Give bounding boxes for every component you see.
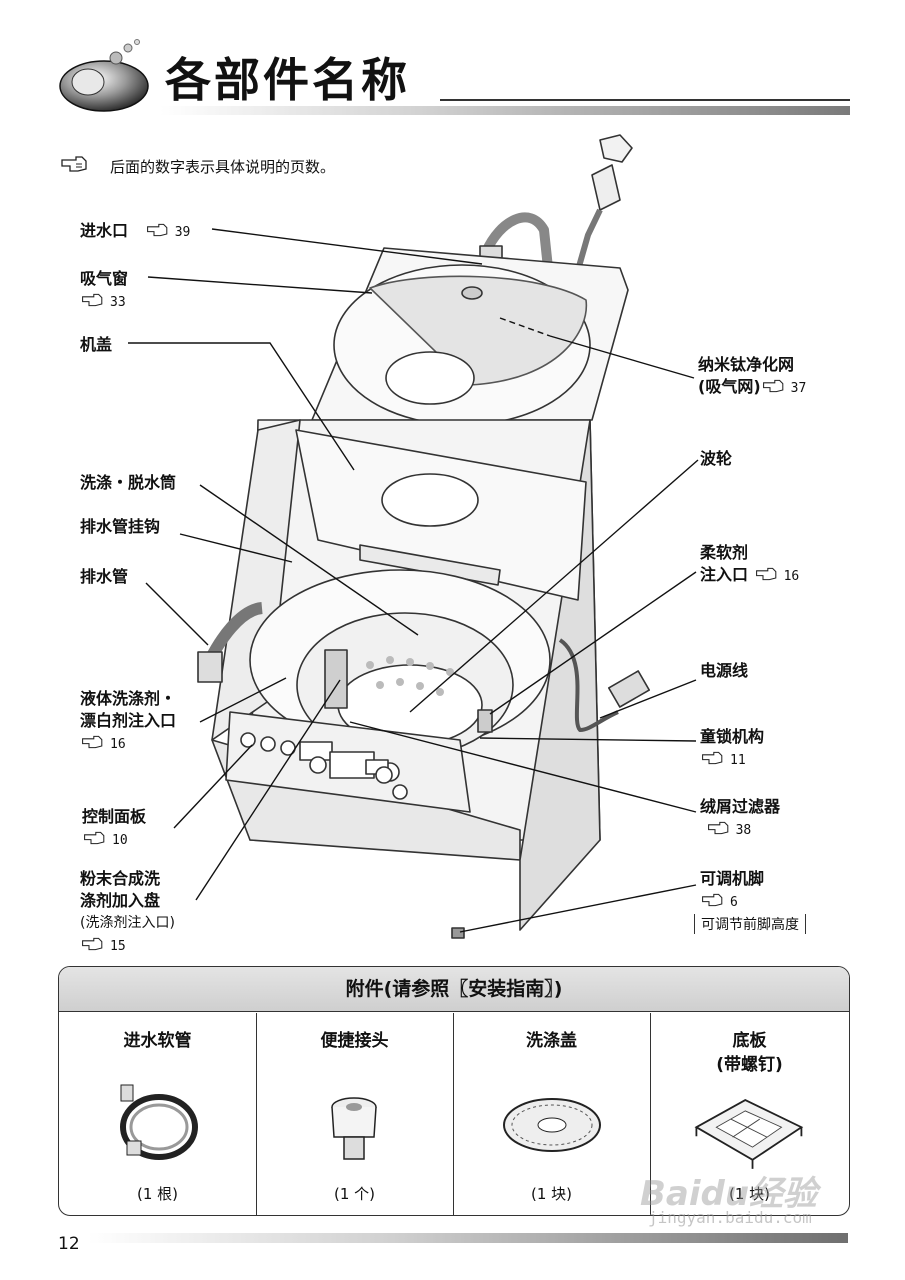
page-title: 各部件名称: [165, 53, 410, 107]
connector-icon: [331, 1097, 377, 1160]
header-logo-icon: [59, 39, 149, 112]
inlet-hose-icon: [120, 1084, 198, 1160]
pointing-hand-icon: [84, 831, 105, 845]
label-drum: 洗涤・脱水筒: [80, 473, 177, 492]
label-drain-hose: 排水管: [80, 567, 129, 586]
title-underline: [440, 99, 850, 101]
accessory-base-plate: 底板 (带螺钉) (1 块): [650, 1013, 849, 1215]
title-gradient-bar: [160, 106, 850, 115]
pointing-hand-icon: [702, 751, 723, 765]
label-lint-filter: 绒屑过滤器 38: [700, 797, 781, 838]
label-powder-tray: 粉末合成洗 涤剂加入盘 (洗涤剂注入口) 15: [80, 869, 175, 954]
washing-machine-illustration: [128, 134, 699, 939]
foot-height-note: 可调节前脚高度: [694, 914, 806, 934]
accessory-inlet-hose: 进水软管 (1 根): [59, 1013, 257, 1215]
pointing-hand-icon: [82, 735, 103, 749]
label-drain-hook: 排水管挂钩: [80, 517, 161, 536]
watermark-url: jingyan.baidu.com: [648, 1208, 812, 1227]
footer-gradient-bar: [88, 1233, 848, 1243]
label-lid: 机盖: [80, 335, 113, 354]
label-nano-filter: 纳米钛净化网 (吸气网)37: [698, 355, 807, 396]
label-child-lock: 童锁机构 11: [700, 727, 765, 768]
pointing-hand-icon: [146, 223, 168, 237]
label-pulsator: 波轮: [700, 449, 733, 468]
label-liquid-detergent: 液体洗涤剂・ 漂白剂注入口 16: [80, 689, 177, 752]
pointing-hand-icon: [82, 293, 103, 307]
label-adjustable-foot: 可调机脚 6: [700, 869, 765, 910]
label-control-panel: 控制面板 10: [82, 807, 147, 848]
pointing-hand-icon: [762, 379, 783, 393]
label-softener: 柔软剂 注入口 16: [700, 543, 800, 584]
accessory-connector: 便捷接头 (1 个): [256, 1013, 454, 1215]
pointing-hand-icon: [702, 893, 723, 907]
wash-cover-icon: [503, 1098, 601, 1152]
watermark-brand: Baidu经验: [640, 1174, 818, 1214]
accessory-wash-cover: 洗涤盖 (1 块): [453, 1013, 651, 1215]
label-vent-window: 吸气窗 33: [80, 269, 129, 310]
label-power-cord: 电源线: [700, 661, 749, 680]
base-plate-icon: [694, 1099, 804, 1169]
accessories-heading: 附件(请参照〖安装指南〗): [59, 967, 849, 1012]
pointing-hand-icon: [82, 937, 103, 951]
accessories-panel: 附件(请参照〖安装指南〗) 进水软管 (1 根) 便捷接头 (1 个) 洗涤盖 …: [58, 966, 850, 1216]
pointing-hand-icon: [755, 567, 776, 581]
label-water-inlet: 进水口 39: [80, 221, 191, 240]
page-number: 12: [58, 1234, 80, 1254]
pointing-hand-icon: [707, 821, 728, 835]
page-note: 后面的数字表示具体说明的页数。: [110, 158, 336, 176]
pointing-hand-icon: [61, 156, 87, 172]
